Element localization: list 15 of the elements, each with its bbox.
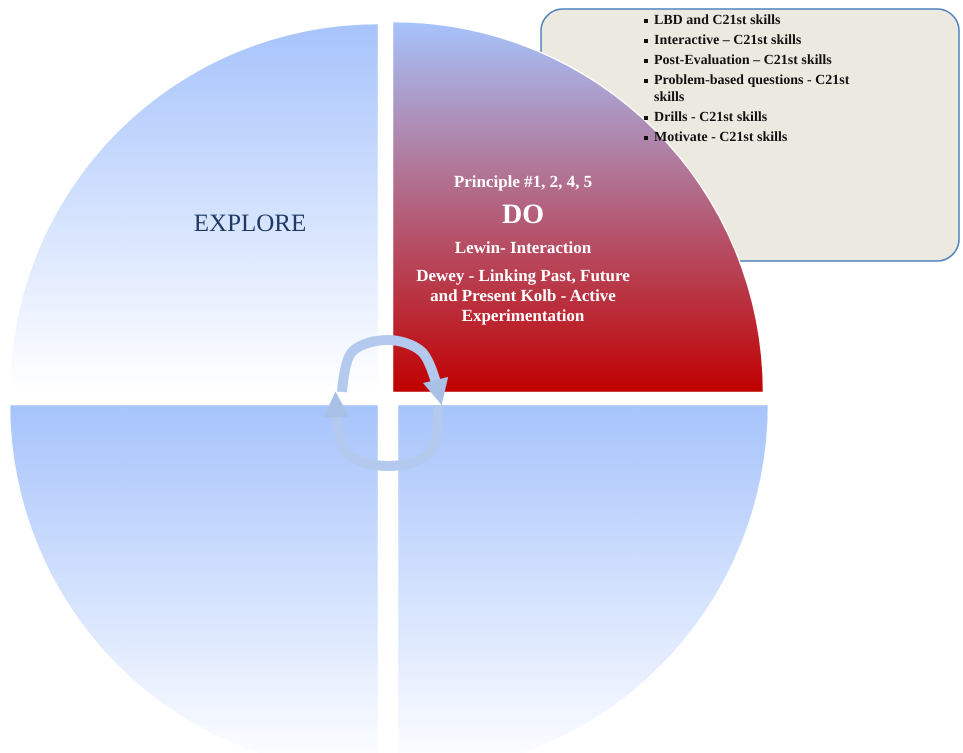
quadrant-segment <box>10 405 378 753</box>
bullet-item: Interactive – C21st skills <box>643 32 865 49</box>
bullet-item: Post-Evaluation – C21st skills <box>643 52 865 69</box>
bullet-item: Motivate - C21st skills <box>643 129 865 146</box>
quadrant-text: Lewin- Interaction <box>454 238 592 258</box>
quadrant-segment <box>398 405 768 753</box>
quadrant-text: Dewey - Linking Past, Future and Present Kolb - Active Experimentation <box>415 266 631 326</box>
bullet-item: Problem-based questions - C21st skills <box>643 72 865 106</box>
quadrant-title: EXPLORE <box>194 209 306 239</box>
curved-arrow <box>323 391 443 471</box>
bullet-item: Drills - C21st skills <box>643 109 865 126</box>
quadrant-title: DO <box>502 198 544 232</box>
curved-arrow <box>337 335 448 406</box>
bullet-item: LBD and C21st skills <box>643 12 865 29</box>
quadrant-text: Principle #1, 2, 4, 5 <box>454 172 592 192</box>
